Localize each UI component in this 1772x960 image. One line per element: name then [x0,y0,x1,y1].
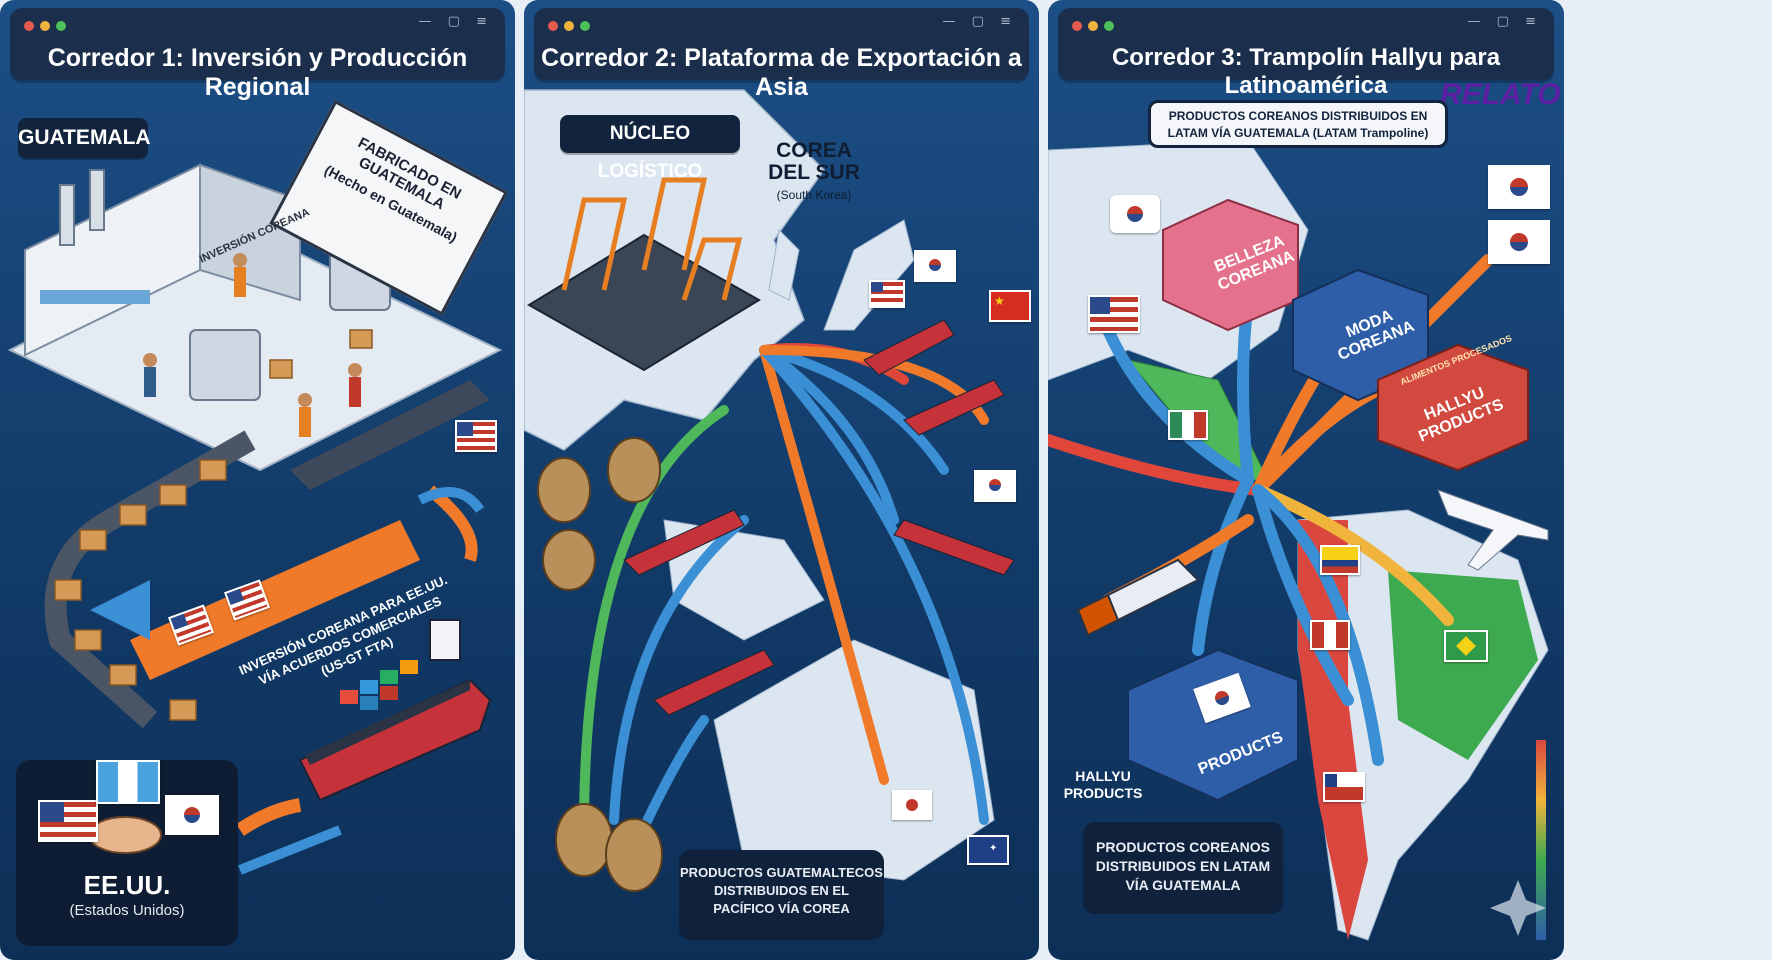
workers [143,253,362,437]
korea-sublabel: (South Korea) [776,188,852,202]
top-callout-line-1: PRODUCTOS COREANOS DISTRIBUIDOS EN [1168,109,1428,123]
south-korea-flag-icon [165,795,219,835]
window-controls-left [24,18,72,36]
guatemala-flag-icon [96,760,160,804]
minimize-dot-icon[interactable] [1088,21,1098,31]
top-callout-line-2: LATAM VÍA GUATEMALA (LATAM Trampoline) [1167,126,1429,140]
close-dot-icon[interactable] [24,21,34,31]
callout-line-1: PRODUCTOS GUATEMALTECOS [680,865,883,880]
chimney-2 [89,169,105,231]
investment-banner-arrow [130,520,420,680]
truck-icon [1076,558,1200,637]
panel-title: Corredor 3: Trampolín Hallyu para Latino… [1111,44,1501,99]
handshake-icon [88,816,162,854]
label-guatemala: GUATEMALA [18,118,151,158]
panel-corridor-2: — ▢ ≡ Corredor 2: Plataforma de Exportac… [524,0,1039,960]
port-platform [527,233,761,372]
korea-label: COREA DEL SUR (South Korea) [764,140,864,206]
blue-left-arrow [90,580,150,640]
callout-line-2: DISTRIBUIDOS EN EL [713,883,850,898]
ships [623,319,1015,716]
japan-landmass [823,219,915,331]
minimize-dot-icon[interactable] [40,21,50,31]
chile-flag-icon [1323,772,1365,802]
window-controls-right-icon[interactable]: — ▢ ≡ [418,14,493,29]
korea-landmass [768,228,800,301]
chimney-1 [59,184,75,246]
top-callout: PRODUCTOS COREANOS DISTRIBUIDOS EN LATAM… [1148,100,1448,148]
window-titlebar-3: — ▢ ≡ Corredor 3: Trampolín Hallyu para … [1058,8,1554,99]
south-korea-flag-icon [914,250,956,282]
export-conveyor [290,380,490,490]
brazil-flag-icon [1444,630,1488,662]
window-titlebar-2: — ▢ ≡ Corredor 2: Plataforma de Exportac… [534,8,1029,101]
usa-flag-icon-2 [455,420,497,452]
airplane-icon [1437,489,1549,571]
southeast-asia-landmass [663,519,825,641]
south-korea-flag-icon-2 [974,470,1016,502]
callout-guatemalan-products: PRODUCTOS GUATEMALTECOS DISTRIBUIDOS EN … [679,850,884,940]
sparkle-icon [1490,880,1546,936]
container-products [1127,648,1299,802]
conveyor-belt [44,430,256,729]
hallyu-line-1: HALLYU [1075,768,1131,784]
south-korea-flag-icon-2 [1488,165,1550,209]
window-controls-left [548,18,596,36]
blue-arrow-bottom [238,825,342,875]
window-controls-left [1072,18,1120,36]
south-korea-flag-icon [1110,195,1160,233]
usa-label: EE.UU. [83,870,171,900]
china-flag-icon: ★ [989,290,1031,322]
close-dot-icon[interactable] [1072,21,1082,31]
minimize-dot-icon[interactable] [564,21,574,31]
usa-flag-icon [38,800,98,842]
callout-line-1: PRODUCTOS COREANOS [1096,839,1270,855]
korea-line-2: DEL SUR [768,161,860,184]
corridor-2-map [524,89,1015,892]
usa-flag-icon [869,280,905,308]
japan-flag-icon [892,790,932,820]
callout-line-3: PACÍFICO VÍA COREA [713,901,850,916]
port-cranes [561,177,743,301]
panel-title: Corredor 1: Inversión y Producción Regio… [47,44,468,101]
relato-logo: RELATO [1440,78,1561,111]
usa-sublabel: (Estados Unidos) [69,902,185,919]
window-controls-right-icon[interactable]: — ▢ ≡ [1467,14,1542,29]
maximize-dot-icon[interactable] [1104,21,1114,31]
corridor-3-map [1048,139,1549,941]
machine-1 [189,329,261,401]
orange-arrow-bottom [236,798,302,836]
south-korea-flag-icon-3 [1488,220,1550,264]
peru-flag-icon [1310,620,1350,650]
brazil-region [1388,570,1538,760]
cargo-ship [298,619,492,802]
container-hallyu [1377,343,1529,472]
containers [1127,198,1529,802]
label-logistics-hub: NÚCLEO LOGÍSTICO [560,115,740,182]
callout-line-3: VÍA GUATEMALA [1125,877,1241,893]
mexico-flag-icon [1168,410,1208,440]
color-scale-bar [1536,740,1546,940]
australia-flag-icon: ✦ [967,835,1009,865]
hallyu-line-2: PRODUCTS [1063,785,1143,801]
korea-line-1: COREA [776,139,852,162]
callout-korean-products: PRODUCTOS COREANOS DISTRIBUIDOS EN LATAM… [1083,822,1283,914]
panel-corridor-3: — ▢ ≡ Corredor 3: Trampolín Hallyu para … [1048,0,1564,960]
boxes [54,329,373,721]
usa-flag-icon [1088,295,1140,333]
maximize-dot-icon[interactable] [580,21,590,31]
coffee-sacks [537,437,663,892]
hallyu-products-label: HALLYU PRODUCTS [1058,768,1148,802]
callout-line-2: DISTRIBUIDOS EN LATAM [1095,858,1271,874]
window-titlebar-1: — ▢ ≡ Corredor 1: Inversión y Producción… [10,8,505,101]
panel-title: Corredor 2: Plataforma de Exportación a … [541,44,1022,101]
colombia-flag-icon [1320,545,1360,575]
panel-corridor-1: — ▢ ≡ Corredor 1: Inversión y Producción… [0,0,515,960]
maximize-dot-icon[interactable] [56,21,66,31]
close-dot-icon[interactable] [548,21,558,31]
window-controls-right-icon[interactable]: — ▢ ≡ [942,14,1017,29]
